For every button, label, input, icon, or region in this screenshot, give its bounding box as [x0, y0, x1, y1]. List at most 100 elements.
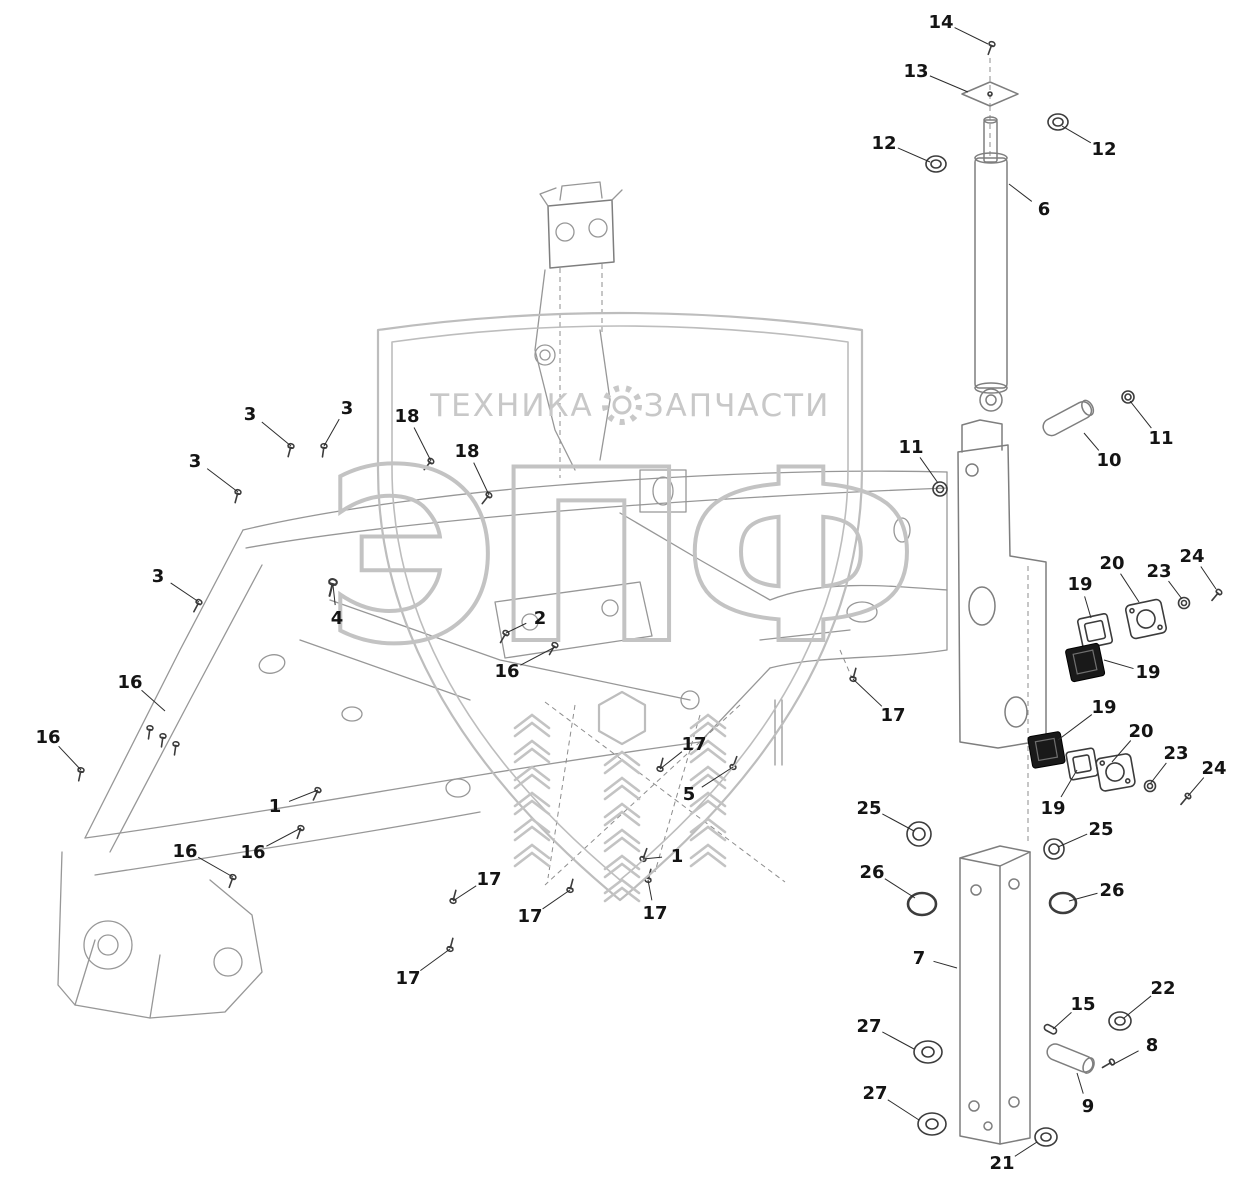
callout-label-23: 23	[1163, 743, 1188, 764]
watermark-shield-inner	[391, 325, 849, 881]
callout-label-8: 8	[1146, 1035, 1159, 1056]
callout-label-19: 19	[1135, 662, 1160, 683]
leader-line	[1060, 769, 1078, 798]
connector-part-19-black-b	[1027, 731, 1066, 769]
watermark-tagline-right: ЗАПЧАСТИ	[644, 388, 831, 424]
callout-label-17: 17	[517, 906, 542, 927]
callout-label-23: 23	[1146, 561, 1171, 582]
callout-label-25: 25	[1088, 819, 1113, 840]
callout-label-7: 7	[913, 948, 926, 969]
watermark-wheat-left	[513, 713, 551, 868]
leader-line	[1052, 1011, 1072, 1030]
callout-label-26: 26	[1099, 880, 1124, 901]
leader-line	[413, 427, 432, 462]
leader-line	[505, 622, 527, 634]
leader-line	[1057, 714, 1093, 741]
leader-line	[473, 462, 490, 496]
watermark-shield-outer	[376, 311, 864, 902]
cap-part-26-left	[906, 891, 938, 917]
callout-label-3: 3	[152, 566, 165, 587]
leader-line	[420, 948, 451, 972]
callout-label-18: 18	[394, 406, 419, 427]
callout-label-17: 17	[476, 869, 501, 890]
pin-part-10	[1042, 399, 1095, 437]
callout-label-1: 1	[671, 846, 684, 867]
leader-line	[1057, 833, 1088, 848]
callout-label-17: 17	[642, 903, 667, 924]
callout-label-27: 27	[856, 1016, 881, 1037]
leader-line	[642, 856, 663, 860]
leader-line	[882, 1031, 915, 1050]
callout-label-19: 19	[1040, 798, 1065, 819]
connector-part-20-b	[1095, 753, 1136, 792]
screw-part-24-a	[1208, 587, 1224, 604]
callout-label-22: 22	[1150, 978, 1175, 999]
callout-label-16: 16	[35, 727, 60, 748]
leader-line	[520, 646, 556, 666]
leader-line	[882, 813, 915, 832]
leader-line	[332, 584, 336, 606]
callout-label-17: 17	[880, 705, 905, 726]
ring-part-23-a	[1177, 596, 1191, 610]
leader-line	[884, 878, 916, 899]
callout-label-18: 18	[454, 441, 479, 462]
leader-line	[1111, 740, 1132, 763]
leader-line	[323, 418, 340, 447]
leader-line	[1014, 1141, 1038, 1157]
callout-label-20: 20	[1128, 721, 1153, 742]
watermark-tagline-left: ТЕХНИКА	[429, 388, 593, 424]
callout-label-5: 5	[683, 784, 696, 805]
callout-label-12: 12	[1091, 139, 1116, 160]
ring-part-23-b	[1143, 779, 1157, 793]
ring-part-11-right	[1121, 390, 1135, 404]
watermark-brand-letters: ЭПФ	[325, 420, 911, 697]
leader-line	[1008, 183, 1033, 202]
callout-label-17: 17	[681, 734, 706, 755]
callout-label-6: 6	[1038, 199, 1051, 220]
washer-part-25-right	[1043, 838, 1065, 860]
leader-line	[933, 960, 958, 969]
callout-label-3: 3	[189, 451, 202, 472]
leader-line	[288, 789, 319, 802]
callout-label-26: 26	[859, 862, 884, 883]
leader-line	[452, 885, 477, 902]
leader-line	[1111, 1050, 1139, 1066]
ring-part-11-left	[932, 481, 948, 497]
bushing-part-22	[1108, 1011, 1132, 1031]
callout-label-16: 16	[240, 842, 265, 863]
callout-label-15: 15	[1070, 994, 1095, 1015]
leader-line	[919, 457, 939, 484]
leader-line	[170, 582, 200, 603]
leader-line	[1103, 659, 1134, 670]
leader-line	[1120, 573, 1140, 603]
gear-icon	[602, 385, 642, 425]
callout-label-24: 24	[1179, 546, 1204, 567]
watermark-wheat-center	[603, 750, 641, 903]
callout-label-21: 21	[989, 1153, 1014, 1174]
leader-line	[1061, 125, 1092, 144]
pin-part-15	[1043, 1023, 1058, 1035]
callout-label-9: 9	[1082, 1096, 1095, 1117]
ring-part-27-lower	[917, 1112, 947, 1136]
callout-label-27: 27	[862, 1083, 887, 1104]
leader-line	[1149, 762, 1167, 785]
leader-line	[897, 147, 931, 163]
callout-label-12: 12	[871, 133, 896, 154]
callout-label-25: 25	[856, 798, 881, 819]
leader-line	[1068, 892, 1098, 902]
callout-label-1: 1	[269, 796, 282, 817]
callout-label-17: 17	[395, 968, 420, 989]
hydraulic-cylinder-part-6	[974, 106, 1008, 412]
callout-label-16: 16	[494, 661, 519, 682]
leader-line	[197, 856, 234, 878]
leader-line	[542, 889, 571, 910]
machinery-frame-line-art	[57, 181, 948, 1019]
watermark-emblem-hexagon	[597, 690, 647, 746]
bushing-part-12-right	[1047, 113, 1069, 131]
callout-label-20: 20	[1099, 553, 1124, 574]
mounting-bracket	[957, 419, 1047, 845]
leader-line	[1084, 596, 1092, 619]
washer-part-25-left	[906, 821, 932, 847]
